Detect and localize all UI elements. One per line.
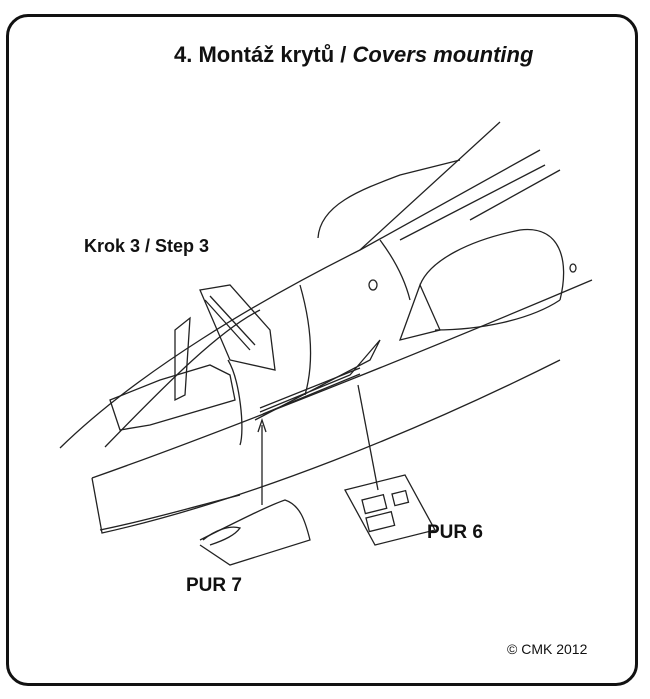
title-english: Covers mounting — [352, 42, 534, 67]
part-label-pur7: PUR 7 — [186, 575, 242, 596]
gun-bay — [254, 339, 381, 421]
copyright: © CMK 2012 — [507, 641, 588, 657]
title-czech: 4. Montáž krytů / — [174, 42, 353, 67]
arrows — [257, 384, 379, 505]
cockpit — [109, 284, 276, 446]
step-label: Krok 3 / Step 3 — [84, 236, 210, 256]
sheet-border — [6, 14, 638, 686]
intake — [299, 159, 577, 396]
cover-pur6 — [344, 474, 436, 546]
page-title: 4. Montáž krytů / Covers mounting — [174, 42, 533, 68]
cover-pur7 — [199, 499, 311, 566]
part-label-pur6: PUR 6 — [427, 522, 483, 543]
fuselage-outline — [59, 121, 593, 534]
